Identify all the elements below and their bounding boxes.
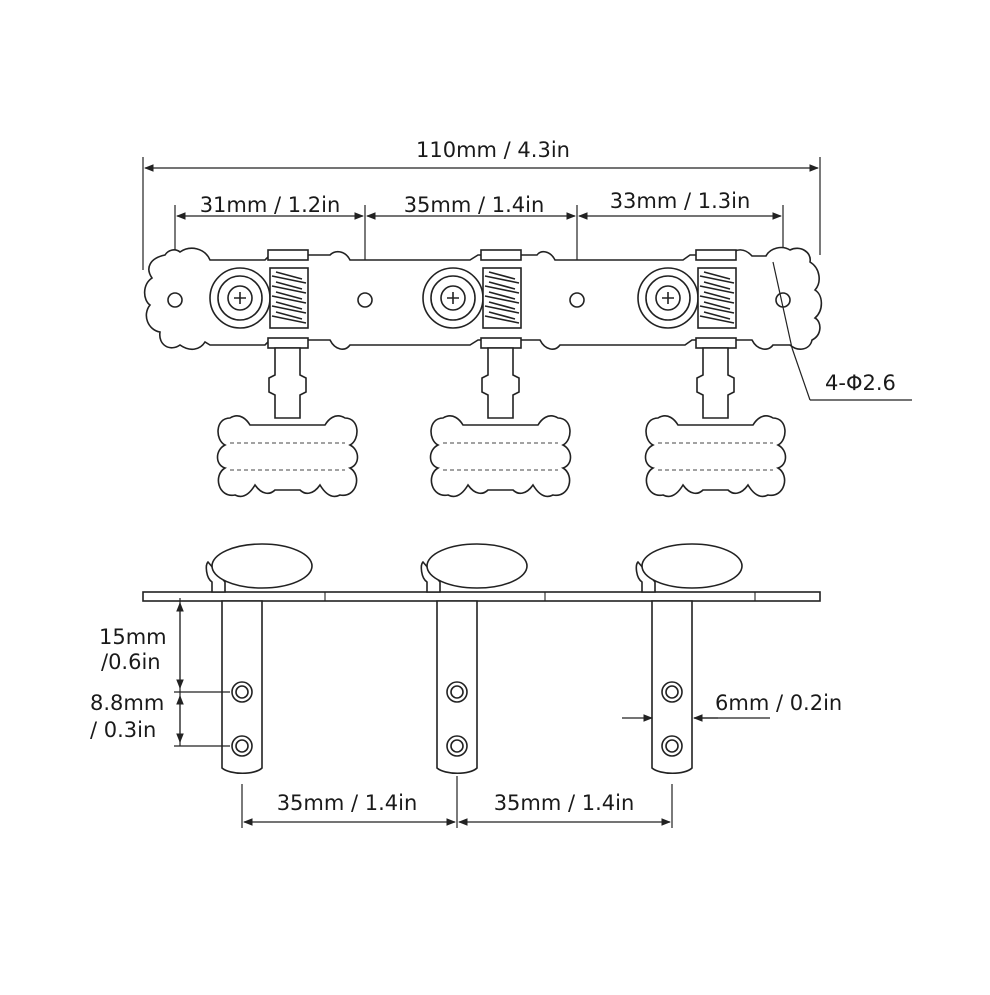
tuner-button-3	[644, 415, 787, 498]
tuner-button-1	[216, 415, 359, 498]
top-view: 110mm / 4.3in 31mm / 1.2in 35mm / 1.4in …	[142, 138, 912, 498]
tuner-top-1	[209, 249, 359, 498]
post-spacing-dimension: 35mm / 1.4in 35mm / 1.4in	[241, 776, 673, 828]
hole-spacing-dimensions: 31mm / 1.2in 35mm / 1.4in 33mm / 1.3in	[174, 189, 784, 290]
first-spacing-label: 31mm / 1.2in	[200, 193, 341, 217]
post-height-label-1: 15mm	[99, 625, 167, 649]
post-spacing-right-label: 35mm / 1.4in	[494, 791, 635, 815]
post-diameter-label: 6mm / 0.2in	[715, 691, 842, 715]
tuner-button-2	[429, 415, 572, 498]
post-diameter-dimension: 6mm / 0.2in	[622, 691, 842, 722]
post-2	[420, 543, 528, 775]
tuner-top-3	[637, 249, 787, 498]
hole-spacing-label-1: 8.8mm	[90, 691, 164, 715]
post-height-dimension: 15mm /0.6in 8.8mm / 0.3in	[90, 598, 230, 747]
second-spacing-label: 35mm / 1.4in	[404, 193, 545, 217]
post-spacing-left-label: 35mm / 1.4in	[277, 791, 418, 815]
overall-width-label: 110mm / 4.3in	[416, 138, 570, 162]
post-height-label-2: /0.6in	[101, 650, 161, 674]
mount-hole-2	[357, 292, 373, 308]
mount-hole-1	[167, 292, 183, 308]
side-plate	[142, 591, 821, 602]
hole-spacing-label-2: / 0.3in	[90, 718, 156, 742]
mount-hole-3	[569, 292, 585, 308]
overall-dimension: 110mm / 4.3in	[142, 138, 821, 270]
side-view: 15mm /0.6in 8.8mm / 0.3in 6mm / 0.2in 35…	[90, 543, 842, 828]
post-3	[635, 543, 743, 775]
third-spacing-label: 33mm / 1.3in	[610, 189, 751, 213]
mount-hole-leader: 4-Φ2.6	[772, 261, 912, 401]
mount-holes-label: 4-Φ2.6	[825, 371, 896, 395]
post-1	[205, 543, 313, 775]
tuner-top-2	[422, 249, 572, 498]
